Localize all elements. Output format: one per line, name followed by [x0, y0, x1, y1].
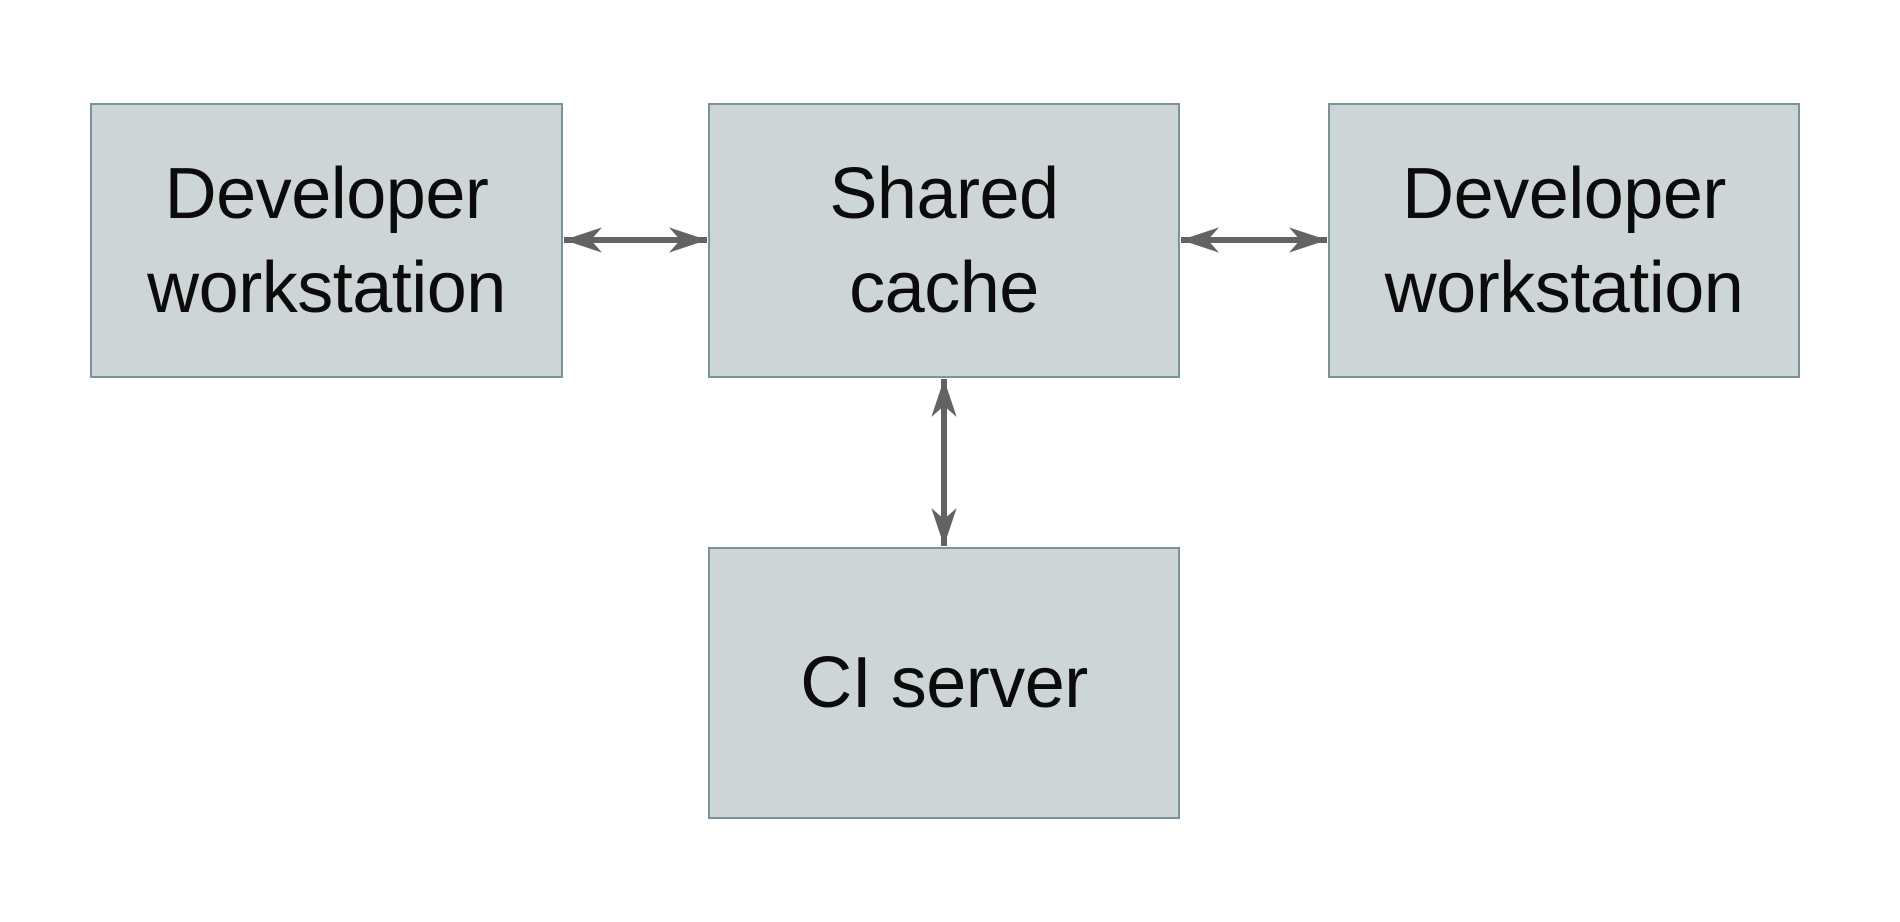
node-ci-server: CI server — [708, 547, 1180, 819]
node-developer-workstation-left: Developer workstation — [90, 103, 563, 378]
node-developer-workstation-right: Developer workstation — [1328, 103, 1800, 378]
node-label-line: cache — [849, 247, 1039, 328]
node-label-line: workstation — [147, 247, 506, 328]
node-shared-cache: Shared cache — [708, 103, 1180, 378]
node-label-line: Developer — [1402, 153, 1726, 234]
node-label-line: workstation — [1384, 247, 1744, 328]
node-label-line: Shared — [829, 153, 1059, 234]
node-label-line: Developer — [164, 153, 489, 234]
node-label-line: CI server — [800, 643, 1088, 723]
